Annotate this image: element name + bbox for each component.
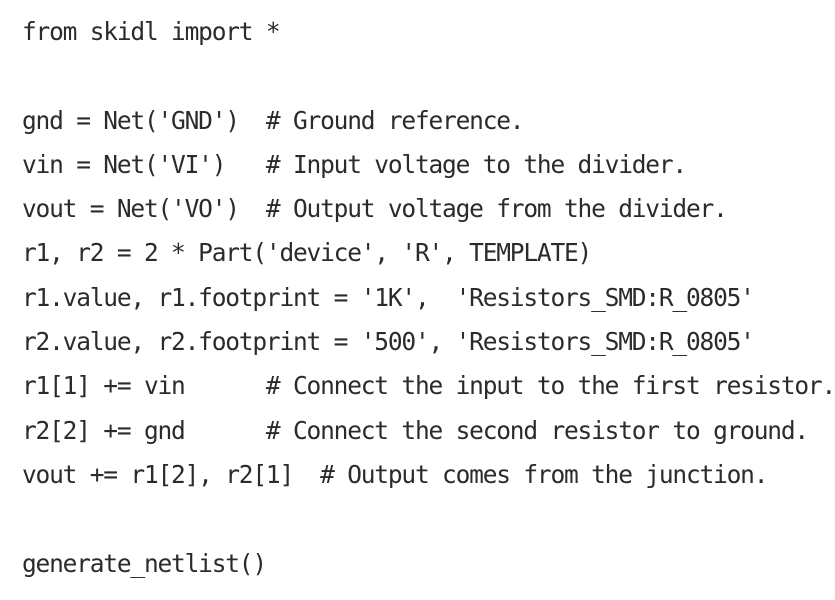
- code-line-13: generate_netlist(): [22, 549, 267, 578]
- code-line-4: vin = Net('VI') # Input voltage to the d…: [22, 150, 687, 179]
- code-line-10: r2[2] += gnd # Connect the second resist…: [22, 416, 809, 445]
- code-line-6: r1, r2 = 2 * Part('device', 'R', TEMPLAT…: [22, 238, 592, 267]
- code-line-11: vout += r1[2], r2[1] # Output comes from…: [22, 460, 768, 489]
- code-line-3: gnd = Net('GND') # Ground reference.: [22, 106, 525, 135]
- code-line-5: vout = Net('VO') # Output voltage from t…: [22, 194, 728, 223]
- code-line-9: r1[1] += vin # Connect the input to the …: [22, 371, 835, 400]
- code-line-7: r1.value, r1.footprint = '1K', 'Resistor…: [22, 283, 755, 312]
- code-line-8: r2.value, r2.footprint = '500', 'Resisto…: [22, 327, 755, 356]
- code-line-1: from skidl import *: [22, 17, 281, 46]
